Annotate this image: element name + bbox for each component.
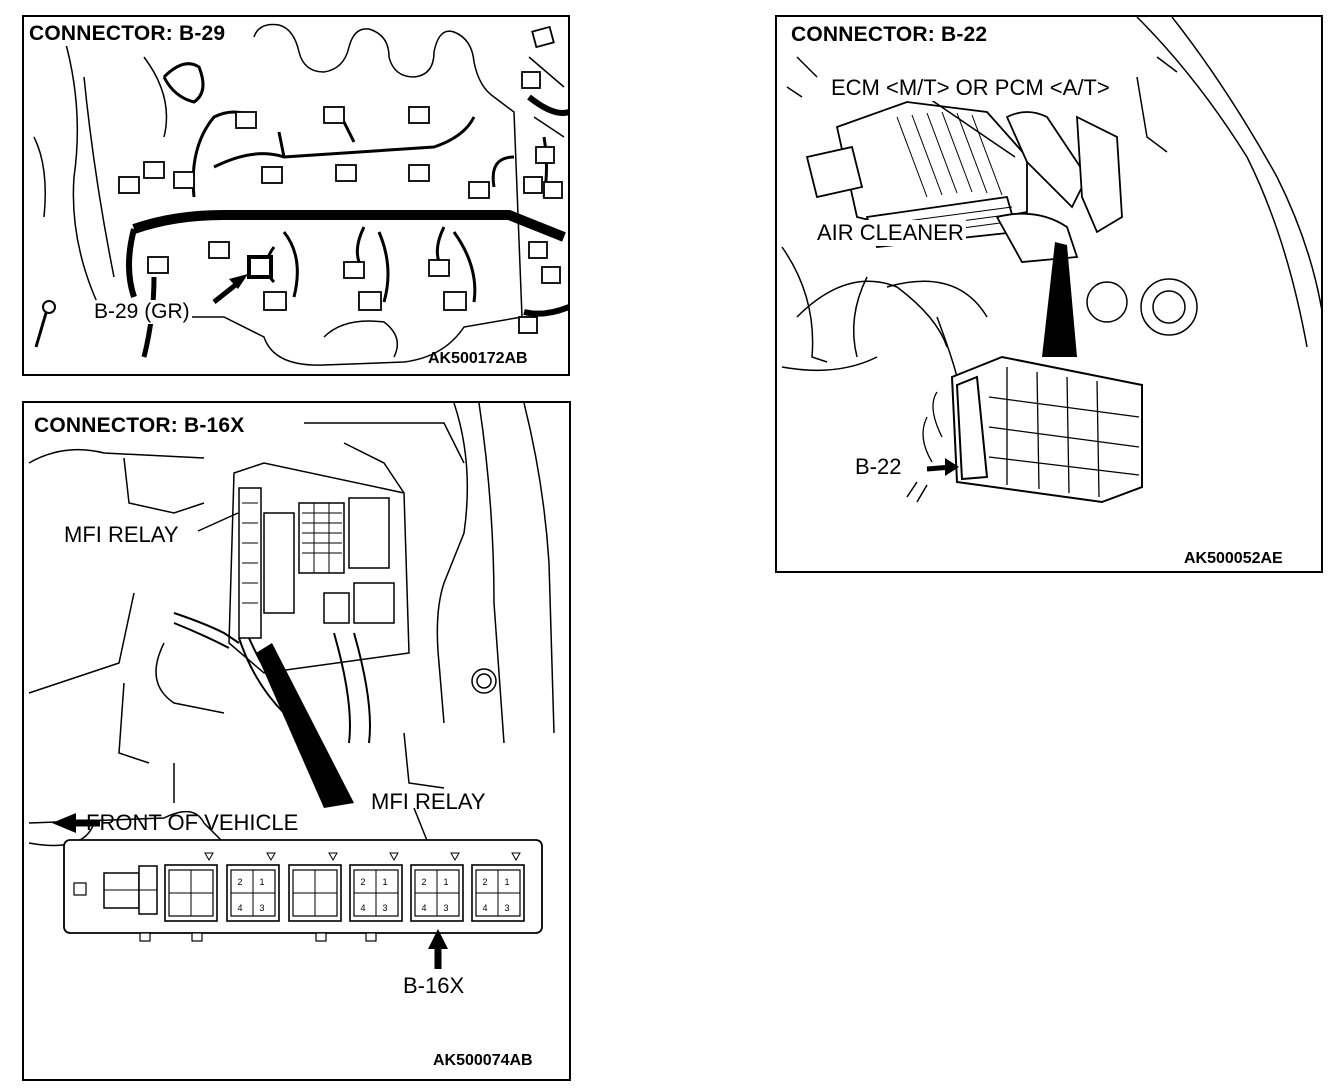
relay-box-illustration: 2 1 4 3 2 1 4 3 2 1 4 3 2 1 4 3 — [28, 403, 555, 969]
pin-number: 1 — [259, 877, 264, 887]
panel-title: CONNECTOR: B-29 — [27, 22, 228, 46]
b29-connector-highlight — [247, 255, 273, 279]
relay-slot: 2 1 4 3 — [349, 852, 403, 922]
pin-number: 3 — [504, 903, 509, 913]
front-of-vehicle-label: FRONT OF VEHICLE — [86, 810, 299, 835]
relay-slot — [164, 852, 218, 922]
relay-slot — [288, 852, 342, 922]
panel-title: CONNECTOR: B-16X — [32, 414, 247, 438]
pin-number: 2 — [482, 877, 487, 887]
pin-number: 3 — [443, 903, 448, 913]
figure-code: AK500052AE — [1184, 550, 1283, 567]
connector-label: B-29 (GR) — [92, 300, 192, 324]
b16x-connector-label: B-16X — [403, 973, 465, 998]
pin-number: 2 — [237, 877, 242, 887]
figure-code: AK500074AB — [433, 1052, 533, 1069]
relay-slot: 2 1 4 3 — [410, 852, 464, 922]
pin-number: 3 — [259, 903, 264, 913]
relay-slot-row: 2 1 4 3 2 1 4 3 2 1 4 3 2 1 4 3 — [164, 852, 525, 922]
pin-number: 2 — [360, 877, 365, 887]
pin-number: 4 — [421, 903, 426, 913]
pin-number: 1 — [443, 877, 448, 887]
panel-connector-b16x: 2 1 4 3 2 1 4 3 2 1 4 3 2 1 4 3 CONNECTOR: B-16X MFI RE… — [22, 401, 571, 1081]
ecm-pcm-label: ECM <M/T> OR PCM <A/T> — [829, 75, 1112, 101]
pin-number: 4 — [360, 903, 365, 913]
pin-number: 2 — [421, 877, 426, 887]
mfi-relay-label-bottom: MFI RELAY — [371, 789, 486, 814]
panel-connector-b29: CONNECTOR: B-29 B-29 (GR) AK500172AB — [22, 15, 570, 376]
pin-number: 4 — [482, 903, 487, 913]
mfi-relay-label-top: MFI RELAY — [62, 522, 181, 548]
pin-number: 1 — [504, 877, 509, 887]
panel-connector-b22: CONNECTOR: B-22 ECM <M/T> OR PCM <A/T> A… — [775, 15, 1323, 573]
air-cleaner-label: AIR CLEANER — [815, 220, 966, 246]
pin-number: 3 — [382, 903, 387, 913]
panel-title: CONNECTOR: B-22 — [789, 23, 990, 47]
relay-slot: 2 1 4 3 — [226, 852, 280, 922]
pin-number: 1 — [382, 877, 387, 887]
relay-slot: 2 1 4 3 — [471, 852, 525, 922]
b22-connector-label: B-22 — [855, 454, 902, 479]
ecm-location-illustration — [781, 17, 1321, 504]
engine-harness-illustration — [33, 23, 568, 366]
pin-number: 4 — [237, 903, 242, 913]
figure-code: AK500172AB — [428, 350, 528, 367]
